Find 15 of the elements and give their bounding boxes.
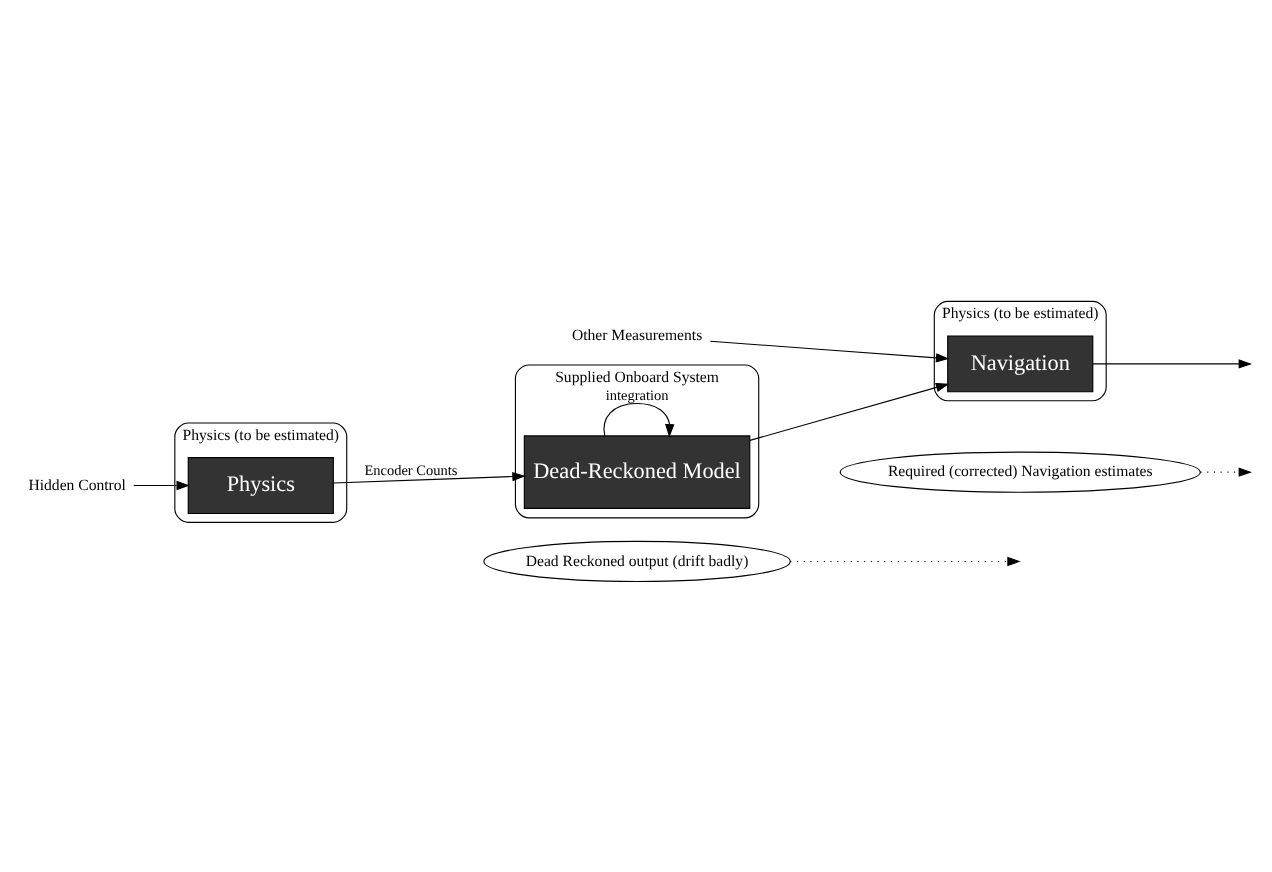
node-ellipse: Required (corrected) Navigation estimates (839, 450, 1201, 492)
arrow (1092, 358, 1252, 368)
node-ellipse: Dead Reckoned output (drift badly) (483, 539, 791, 582)
node-text: Hidden Control (28, 474, 126, 493)
arrow (709, 339, 950, 362)
arrow (749, 381, 950, 440)
node-box: Physics (187, 456, 334, 513)
arrow (133, 479, 190, 490)
node-text: Other Measurements (571, 325, 703, 344)
arrow (1199, 466, 1252, 476)
node-box: Navigation (947, 334, 1094, 392)
arrow (603, 401, 675, 437)
arrow (789, 555, 1021, 566)
arrow (333, 470, 526, 483)
node-box: Dead-Reckoned Model (523, 434, 751, 508)
